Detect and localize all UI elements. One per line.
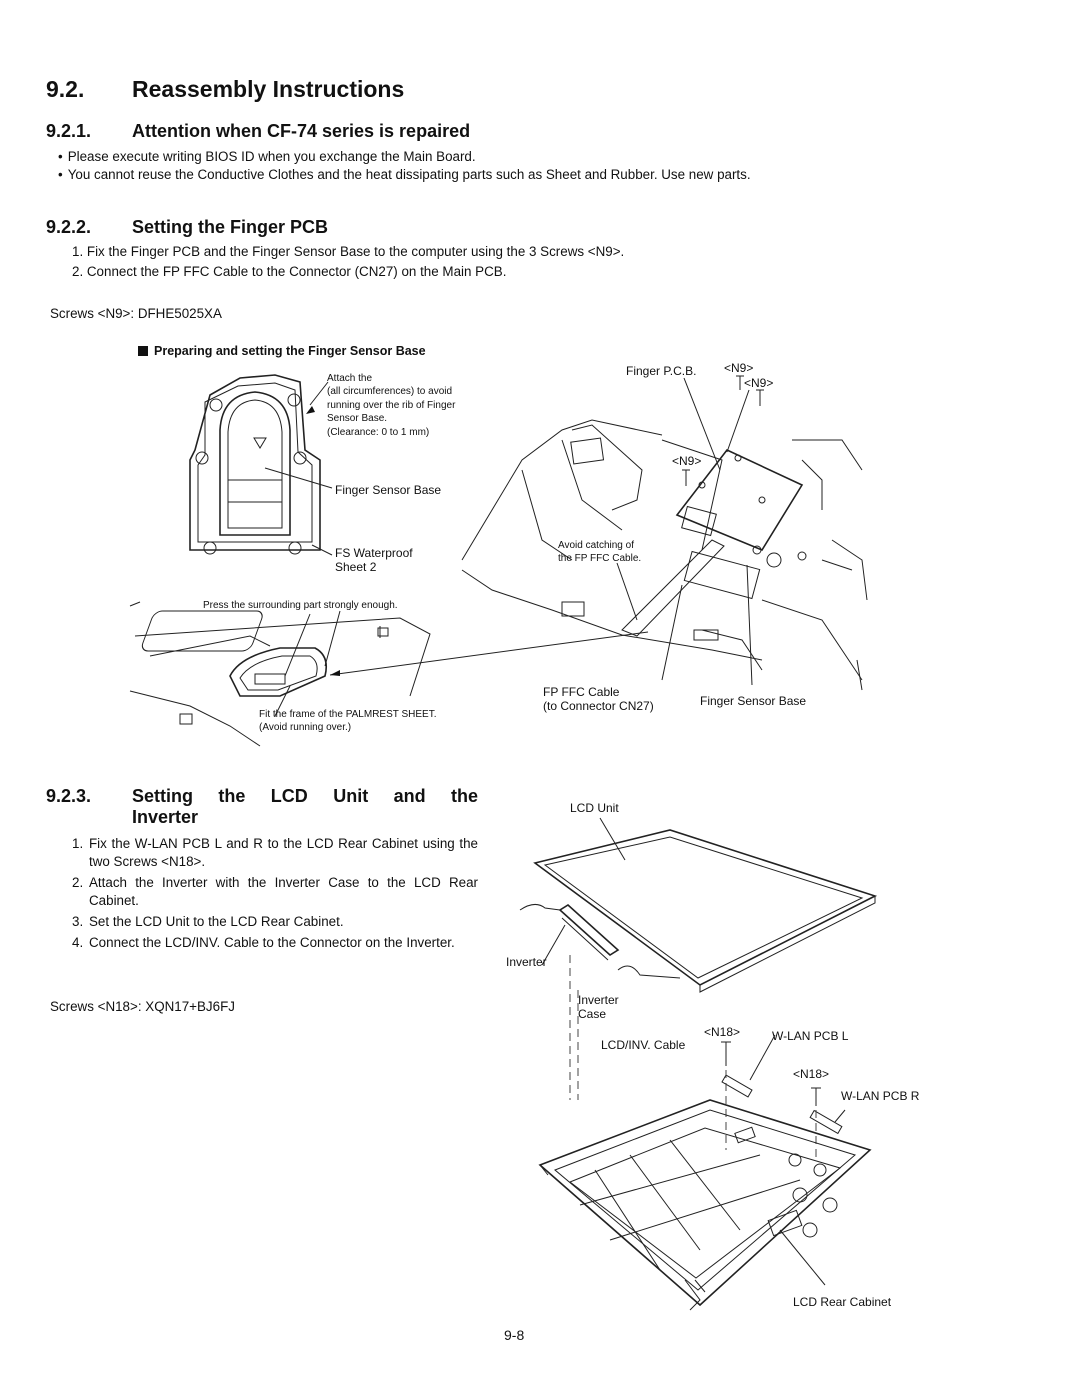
section-3-heading: 9.2.3. Setting the LCD Unit and the Inver… bbox=[46, 786, 478, 828]
s2-step-2: 2. Connect the FP FFC Cable to the Conne… bbox=[72, 264, 507, 279]
label-to-connector: (to Connector CN27) bbox=[543, 699, 654, 713]
label-n9-c: <N9> bbox=[672, 454, 702, 468]
label-fs-waterproof: FS Waterproof bbox=[335, 546, 413, 560]
label-inverter-case-2: Case bbox=[578, 1007, 607, 1021]
finger-sensor-base-drawing bbox=[189, 374, 333, 556]
label-finger-sensor-base-2: Finger Sensor Base bbox=[700, 694, 807, 708]
section-1-heading: 9.2.1. Attention when CF-74 series is rep… bbox=[46, 121, 470, 142]
s2-step-1: 1. Fix the Finger PCB and the Finger Sen… bbox=[72, 244, 625, 259]
section-2-heading: 9.2.2. Setting the Finger PCB bbox=[46, 217, 328, 238]
label-inverter-case: Inverter bbox=[578, 993, 619, 1007]
s2-subheading-text: Preparing and setting the Finger Sensor … bbox=[154, 344, 426, 358]
label-press: Press the surrounding part strongly enou… bbox=[203, 600, 398, 611]
s2-subheading: Preparing and setting the Finger Sensor … bbox=[138, 342, 426, 360]
heading-title: Reassembly Instructions bbox=[132, 76, 405, 102]
s3-number: 9.2.3. bbox=[46, 786, 92, 806]
s3-steps: 1. Fix the W-LAN PCB L and R to the LCD R… bbox=[72, 835, 478, 952]
label-fit-frame: Fit the frame of the PALMREST SHEET. bbox=[259, 709, 437, 720]
s3-step-1: Fix the W-LAN PCB L and R to the LCD Rea… bbox=[89, 836, 478, 869]
label-n9-b: <N9> bbox=[744, 376, 774, 390]
label-sheet-2: Sheet 2 bbox=[335, 560, 377, 574]
s1-bullet-2: You cannot reuse the Conductive Clothes … bbox=[58, 166, 751, 184]
label-lcd-rear-cabinet: LCD Rear Cabinet bbox=[793, 1295, 892, 1309]
s3-step-num-3: 3. bbox=[72, 914, 84, 929]
label-attach-5: (Clearance: 0 to 1 mm) bbox=[327, 427, 430, 438]
s1-title: Attention when CF-74 series is repaired bbox=[132, 121, 471, 141]
label-lcd-inv-cable: LCD/INV. Cable bbox=[601, 1038, 686, 1052]
label-finger-sensor-base: Finger Sensor Base bbox=[335, 483, 442, 497]
s3-title-line2: Inverter bbox=[132, 807, 199, 827]
page-heading: 9.2. Reassembly Instructions bbox=[46, 76, 404, 103]
s3-title-line1: Setting the LCD Unit and the bbox=[132, 786, 478, 806]
s3-step-2: Attach the Inverter with the Inverter Ca… bbox=[89, 875, 478, 908]
label-lcd-unit: LCD Unit bbox=[570, 801, 619, 815]
square-bullet-icon bbox=[138, 346, 148, 356]
s3-step-num-1: 1. bbox=[72, 836, 84, 851]
connector-arrow bbox=[329, 631, 649, 676]
label-avoid-catch-2: the FP FFC Cable. bbox=[558, 553, 642, 564]
s3-screws: Screws <N18>: XQN17+BJ6FJ bbox=[50, 999, 235, 1014]
label-n18-b: <N18> bbox=[793, 1067, 830, 1081]
label-n18-a: <N18> bbox=[704, 1025, 741, 1039]
label-avoid-over: (Avoid running over.) bbox=[259, 722, 352, 733]
page-number: 9-8 bbox=[504, 1327, 525, 1343]
finger-pcb-assembly-drawing bbox=[461, 375, 868, 691]
s3-step-num-2: 2. bbox=[72, 875, 84, 890]
label-attach-3: running over the rib of Finger bbox=[327, 400, 456, 411]
palmrest-drawing bbox=[129, 601, 431, 747]
s3-step-num-4: 4. bbox=[72, 935, 84, 950]
s1-number: 9.2.1. bbox=[46, 121, 92, 141]
heading-number: 9.2. bbox=[46, 76, 85, 102]
s3-step-3: Set the LCD Unit to the LCD Rear Cabinet… bbox=[89, 914, 344, 929]
label-fp-ffc: FP FFC Cable bbox=[543, 685, 620, 699]
s3-step-4: Connect the LCD/INV. Cable to the Connec… bbox=[89, 935, 455, 950]
label-avoid-catch: Avoid catching of bbox=[558, 540, 634, 551]
label-attach-2: (all circumferences) to avoid bbox=[327, 386, 453, 397]
label-finger-pcb: Finger P.C.B. bbox=[626, 364, 697, 378]
label-wlan-pcb-r: W-LAN PCB R bbox=[841, 1089, 920, 1103]
label-attach: Attach the bbox=[327, 373, 373, 384]
label-wlan-pcb-l: W-LAN PCB L bbox=[772, 1029, 849, 1043]
s2-title: Setting the Finger PCB bbox=[132, 217, 329, 237]
label-n9-a: <N9> bbox=[724, 361, 754, 375]
lcd-assembly-drawing bbox=[519, 817, 878, 1311]
s2-screws: Screws <N9>: DFHE5025XA bbox=[50, 306, 222, 321]
label-inverter: Inverter bbox=[506, 955, 547, 969]
s2-number: 9.2.2. bbox=[46, 217, 92, 237]
label-attach-4: Sensor Base. bbox=[327, 413, 388, 424]
s1-bullet-1: Please execute writing BIOS ID when you … bbox=[58, 148, 476, 166]
